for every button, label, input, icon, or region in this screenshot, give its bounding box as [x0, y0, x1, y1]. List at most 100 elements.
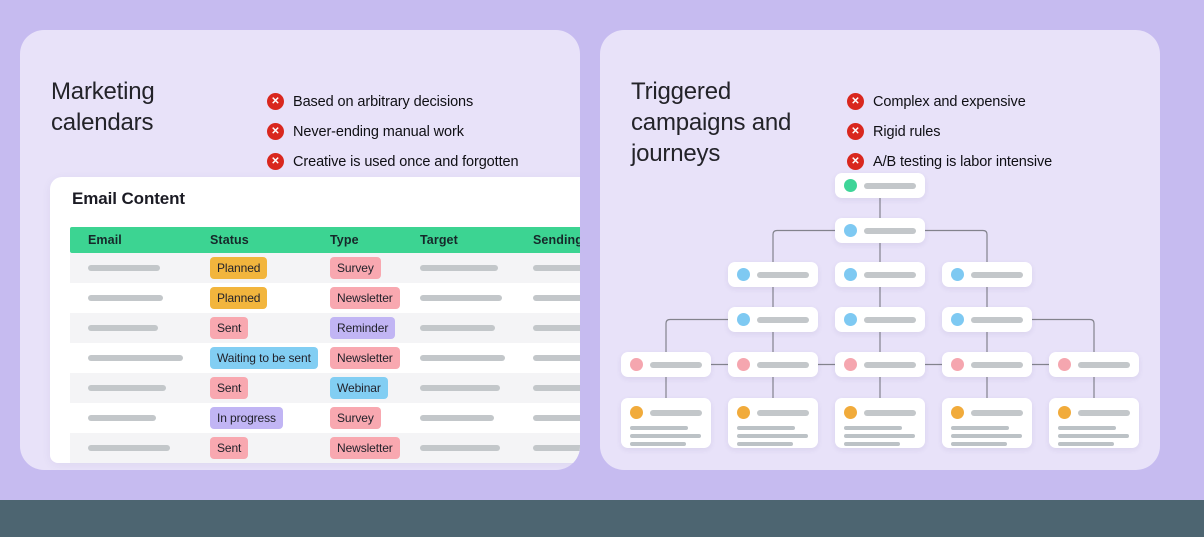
journey-step-node — [835, 352, 925, 377]
placeholder-bar — [88, 415, 156, 421]
journey-step-card — [728, 398, 818, 448]
step-dot-blue — [844, 313, 857, 326]
status-badge: Planned — [210, 257, 268, 279]
placeholder-bar — [971, 362, 1023, 368]
placeholder-bar — [533, 325, 580, 331]
placeholder-bar — [650, 362, 702, 368]
placeholder-bar — [757, 410, 809, 416]
panel-title: Marketing calendars — [51, 78, 155, 136]
table-row: Sent Reminder — [70, 313, 580, 343]
type-badge: Reminder — [330, 317, 396, 339]
step-dot-orange — [844, 406, 857, 419]
flowchart — [600, 30, 1160, 470]
table-row: Sent Webinar — [70, 373, 580, 403]
x-circle-icon: ✕ — [847, 153, 864, 170]
placeholder-bar — [971, 272, 1023, 278]
pain-point-label: Rigid rules — [873, 123, 941, 140]
x-circle-icon: ✕ — [847, 123, 864, 140]
table-row: Sent Newsletter — [70, 433, 580, 463]
status-badge: Planned — [210, 287, 268, 309]
journey-step-node — [942, 262, 1032, 287]
email-table: Email Status Type Target Sending Planned… — [70, 227, 580, 463]
placeholder-bar — [864, 317, 916, 323]
placeholder-bar — [533, 415, 580, 421]
placeholder-line — [951, 426, 1009, 430]
type-badge: Survey — [330, 407, 381, 429]
placeholder-line — [844, 442, 900, 446]
placeholder-line — [1058, 434, 1129, 438]
pain-point: ✕ Complex and expensive — [847, 93, 1052, 110]
placeholder-bar — [88, 295, 163, 301]
pain-point: ✕ Based on arbitrary decisions — [267, 93, 518, 110]
placeholder-line — [737, 434, 808, 438]
placeholder-line — [737, 442, 793, 446]
pain-point-label: Based on arbitrary decisions — [293, 93, 474, 110]
placeholder-line — [630, 426, 688, 430]
column-header: Email — [88, 233, 122, 247]
journey-step-node — [728, 352, 818, 377]
journey-step-card — [942, 398, 1032, 448]
pain-point-list: ✕ Complex and expensive ✕ Rigid rules ✕ … — [847, 93, 1052, 183]
journey-step-card — [835, 398, 925, 448]
placeholder-bar — [420, 445, 500, 451]
table-row: Planned Survey — [70, 253, 580, 283]
journey-step-node — [835, 173, 925, 198]
placeholder-bar — [420, 265, 498, 271]
placeholder-bar — [757, 317, 809, 323]
journey-step-node — [835, 218, 925, 243]
flow-connectors — [665, 198, 1095, 398]
type-badge: Newsletter — [330, 287, 400, 309]
placeholder-bar — [533, 265, 580, 271]
step-dot-blue — [844, 268, 857, 281]
placeholder-line — [844, 426, 902, 430]
placeholder-bar — [864, 410, 916, 416]
table-row: In progress Survey — [70, 403, 580, 433]
step-dot-blue — [844, 224, 857, 237]
placeholder-bar — [533, 355, 580, 361]
placeholder-line — [737, 426, 795, 430]
pain-point-label: Complex and expensive — [873, 93, 1026, 110]
table-row: Waiting to be sent Newsletter — [70, 343, 580, 373]
pain-point: ✕ Rigid rules — [847, 123, 1052, 140]
step-dot-orange — [630, 406, 643, 419]
type-badge: Survey — [330, 257, 381, 279]
placeholder-line — [630, 434, 701, 438]
column-header: Target — [420, 233, 458, 247]
status-badge: Sent — [210, 377, 249, 399]
journey-step-node — [942, 307, 1032, 332]
pain-point-label: Creative is used once and forgotten — [293, 153, 519, 170]
placeholder-bar — [864, 272, 916, 278]
journey-step-node — [942, 352, 1032, 377]
placeholder-bar — [864, 183, 916, 189]
placeholder-bar — [864, 362, 916, 368]
x-circle-icon: ✕ — [267, 153, 284, 170]
x-circle-icon: ✕ — [267, 93, 284, 110]
status-badge: Sent — [210, 437, 249, 459]
status-badge: Sent — [210, 317, 249, 339]
placeholder-bar — [420, 325, 495, 331]
journey-step-card — [621, 398, 711, 448]
step-dot-green — [844, 179, 857, 192]
journey-step-node — [1049, 352, 1139, 377]
placeholder-bar — [533, 445, 580, 451]
placeholder-bar — [420, 295, 502, 301]
placeholder-bar — [88, 445, 170, 451]
step-dot-blue — [737, 268, 750, 281]
pain-point-list: ✕ Based on arbitrary decisions ✕ Never-e… — [267, 93, 519, 183]
placeholder-bar — [533, 295, 580, 301]
placeholder-bar — [88, 325, 158, 331]
step-dot-blue — [951, 313, 964, 326]
placeholder-bar — [1078, 410, 1130, 416]
placeholder-bar — [864, 228, 916, 234]
x-circle-icon: ✕ — [267, 123, 284, 140]
placeholder-bar — [420, 415, 494, 421]
step-dot-orange — [1058, 406, 1071, 419]
step-dot-blue — [951, 268, 964, 281]
panel-title: Triggered campaigns and journeys — [631, 78, 792, 167]
placeholder-line — [1058, 426, 1116, 430]
pain-point-label: Never-ending manual work — [293, 123, 464, 140]
step-dot-pink — [1058, 358, 1071, 371]
journey-step-card — [1049, 398, 1139, 448]
pain-point: ✕ Never-ending manual work — [267, 123, 518, 140]
placeholder-bar — [757, 272, 809, 278]
